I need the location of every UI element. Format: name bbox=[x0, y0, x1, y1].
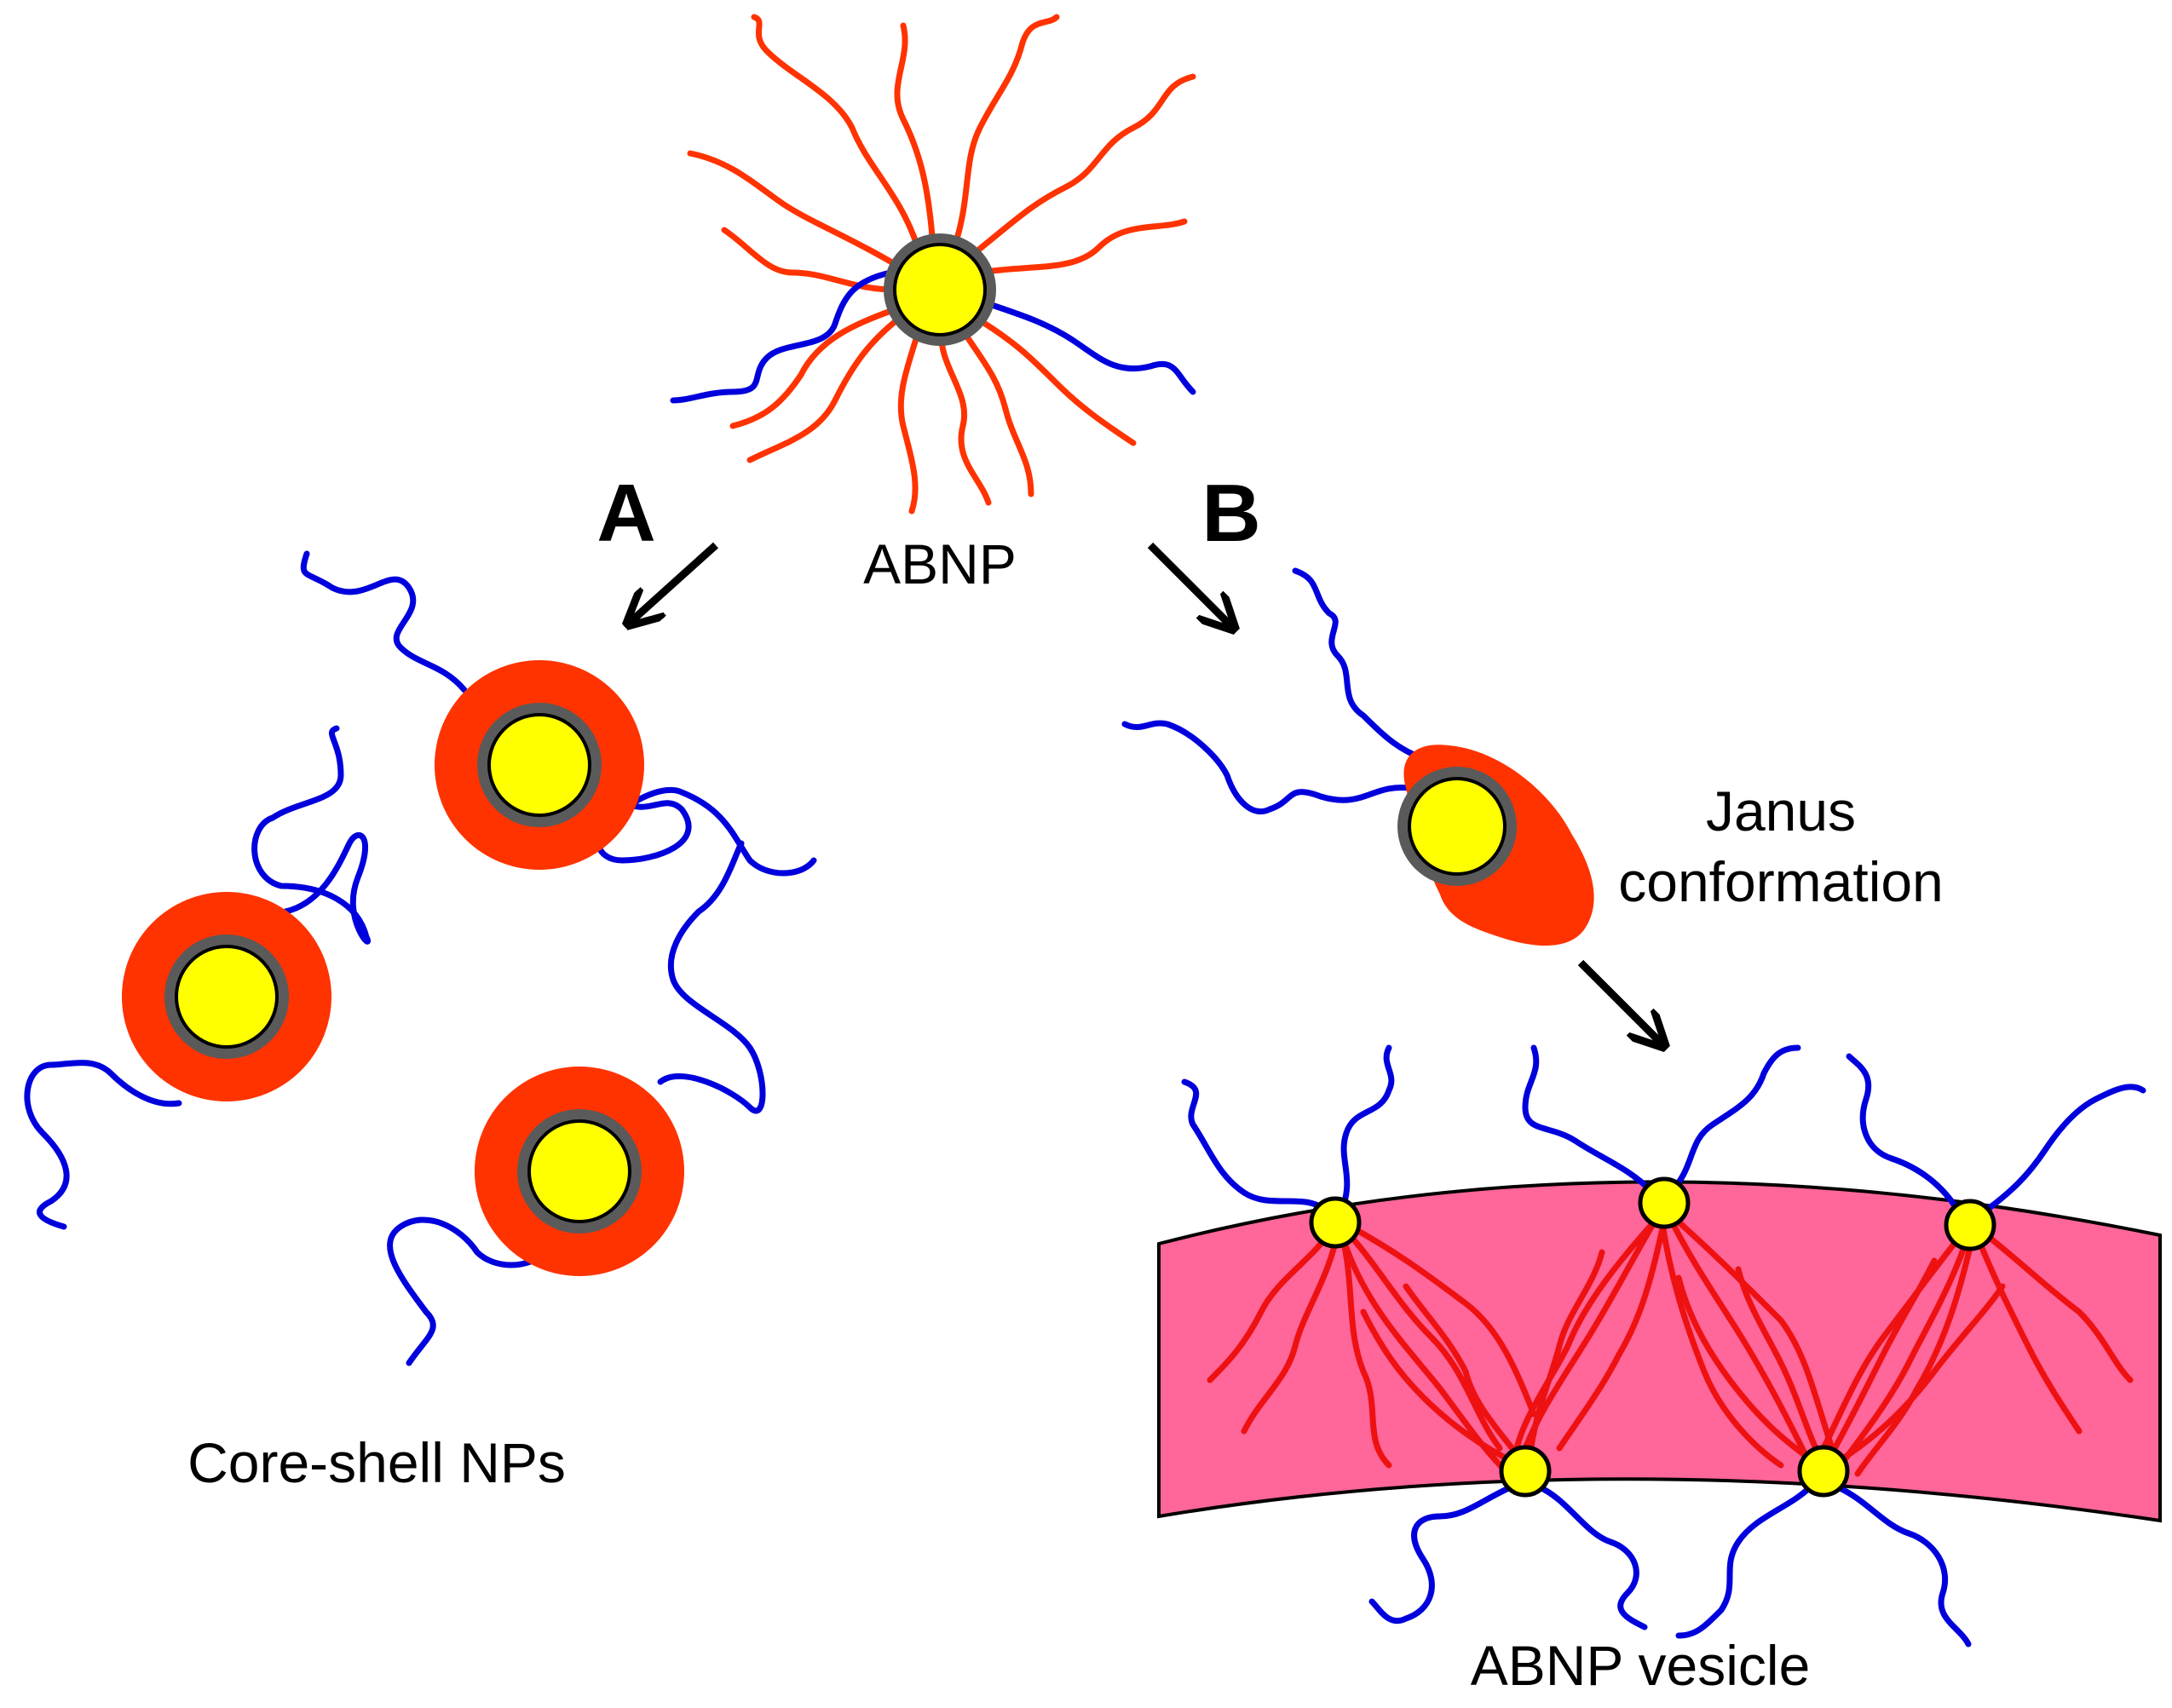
janus-core bbox=[1408, 777, 1507, 876]
janus-particle bbox=[1121, 567, 1594, 946]
abnp-blue-chains bbox=[670, 269, 1196, 404]
arrow-b bbox=[1147, 542, 1231, 626]
vesicle-np-bottom-left bbox=[1499, 1445, 1552, 1498]
vesicle-np-top-middle bbox=[1638, 1176, 1691, 1229]
core-shell-np-1 bbox=[300, 550, 817, 877]
vesicle-membrane bbox=[1157, 1180, 2162, 1523]
path-b-label: B bbox=[1201, 468, 1260, 559]
abnp-core bbox=[893, 243, 987, 336]
core-shell-np-1-core bbox=[487, 713, 591, 817]
core-shell-np-3-core bbox=[527, 1119, 631, 1223]
vesicle-np-bottom-right bbox=[1797, 1445, 1850, 1498]
vesicle-label: ABNP vesicle bbox=[1471, 1634, 1811, 1697]
core-shell-label: Core-shell NPs bbox=[187, 1431, 566, 1494]
core-shell-np-2-core bbox=[175, 945, 279, 1049]
abnp-particle bbox=[670, 14, 1196, 515]
core-shell-np-3 bbox=[387, 840, 766, 1366]
vesicle-np-top-left bbox=[1309, 1196, 1362, 1249]
vesicle-nanoparticles bbox=[1309, 1176, 1996, 1498]
abnp-label: ABNP bbox=[863, 532, 1017, 595]
janus-label-line2: conformation bbox=[1618, 850, 1944, 913]
janus-label-line1: Janus bbox=[1706, 779, 1856, 842]
core-shell-np-2 bbox=[24, 725, 371, 1230]
vesicle-hydrophilic-chains bbox=[1181, 1044, 2146, 1648]
abnp-red-chains bbox=[687, 14, 1196, 515]
vesicle-np-top-right bbox=[1944, 1199, 1996, 1251]
path-a-label: A bbox=[596, 468, 655, 559]
vesicle-hydrophobic-chains bbox=[1207, 1206, 2134, 1477]
vesicle-section bbox=[1157, 1044, 2162, 1648]
arrow-a bbox=[631, 542, 719, 622]
arrow-vesicle bbox=[1577, 959, 1662, 1044]
